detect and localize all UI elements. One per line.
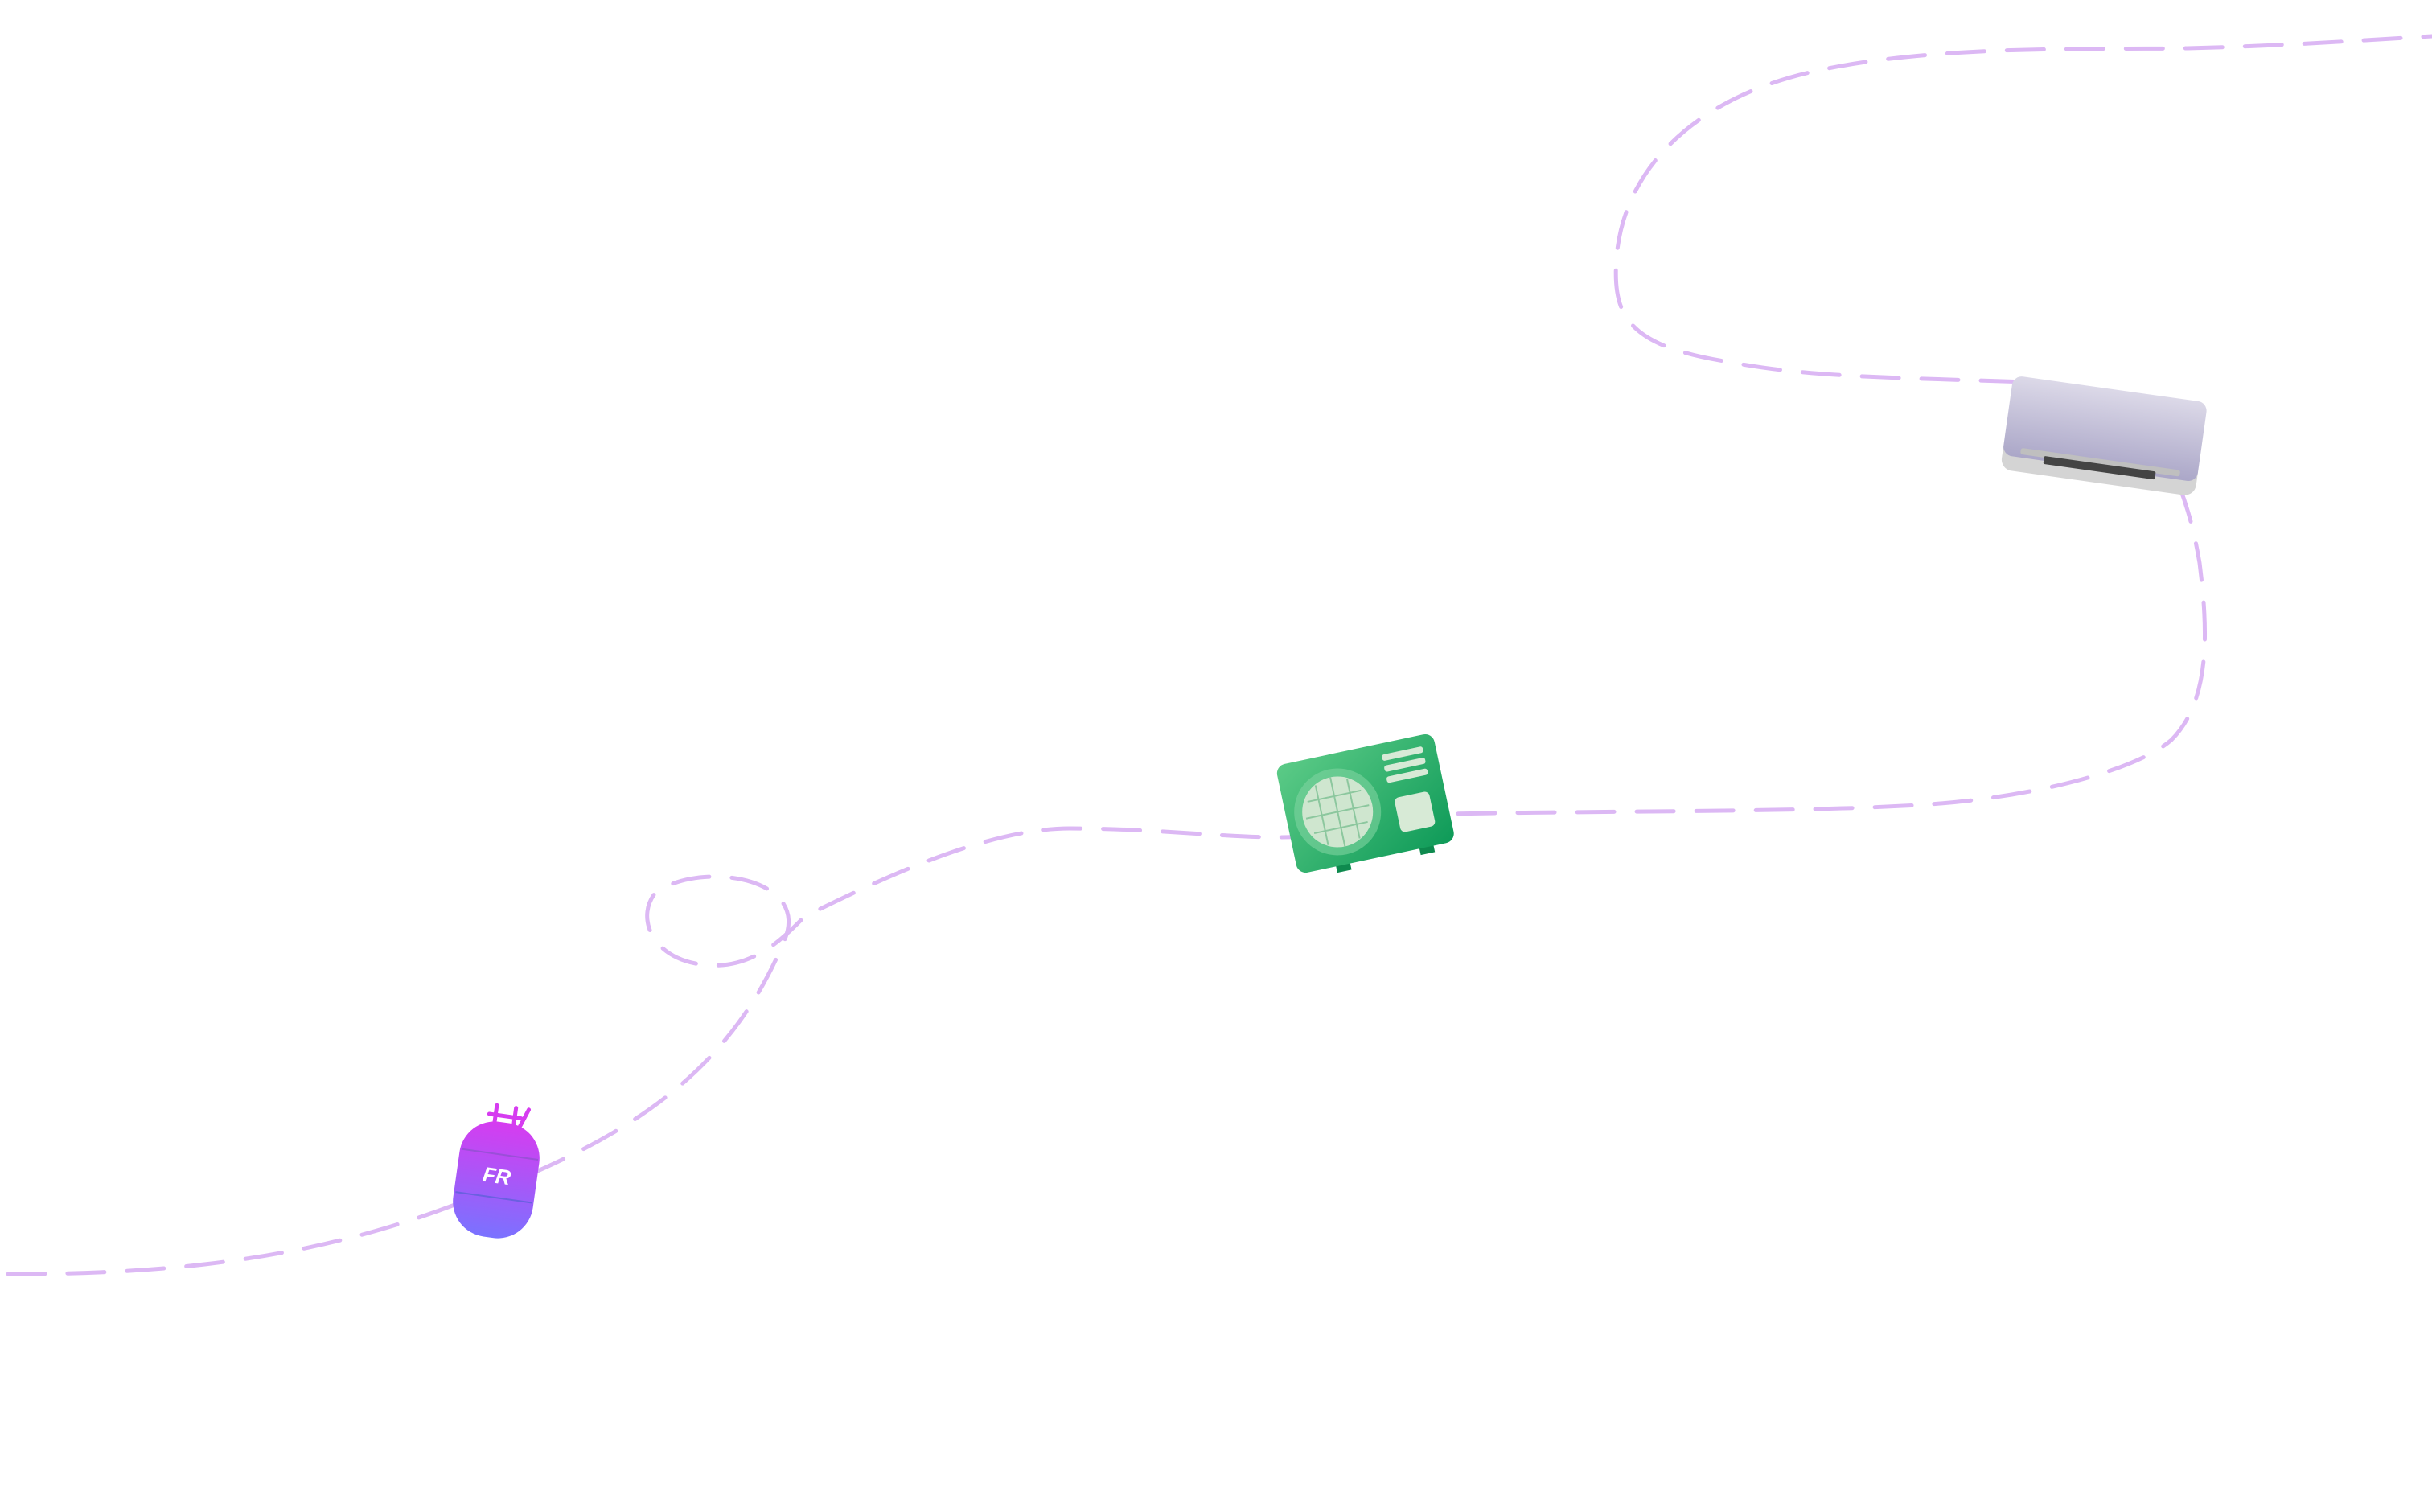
outdoor-ac-unit-icon [1276,733,1454,873]
outdoor-unit-vent-3 [1386,768,1428,783]
dashed-route-line [6,34,2432,1276]
cylinder-band-top [461,1148,539,1161]
fan-grille-lines [1305,777,1370,847]
cylinder-band-bottom [455,1191,532,1204]
indoor-unit-vent [2043,456,2156,480]
indoor-split-ac-icon [2001,376,2207,495]
indoor-unit-trim [2020,448,2180,477]
outdoor-unit-vent-2 [1384,758,1426,772]
cylinder-label: FR [481,1162,512,1190]
outdoor-unit-panel [1395,791,1436,832]
refrigerant-cylinder-icon: FR [453,1103,540,1239]
cylinder-valve [487,1103,532,1128]
outdoor-unit-vent-1 [1382,746,1423,761]
